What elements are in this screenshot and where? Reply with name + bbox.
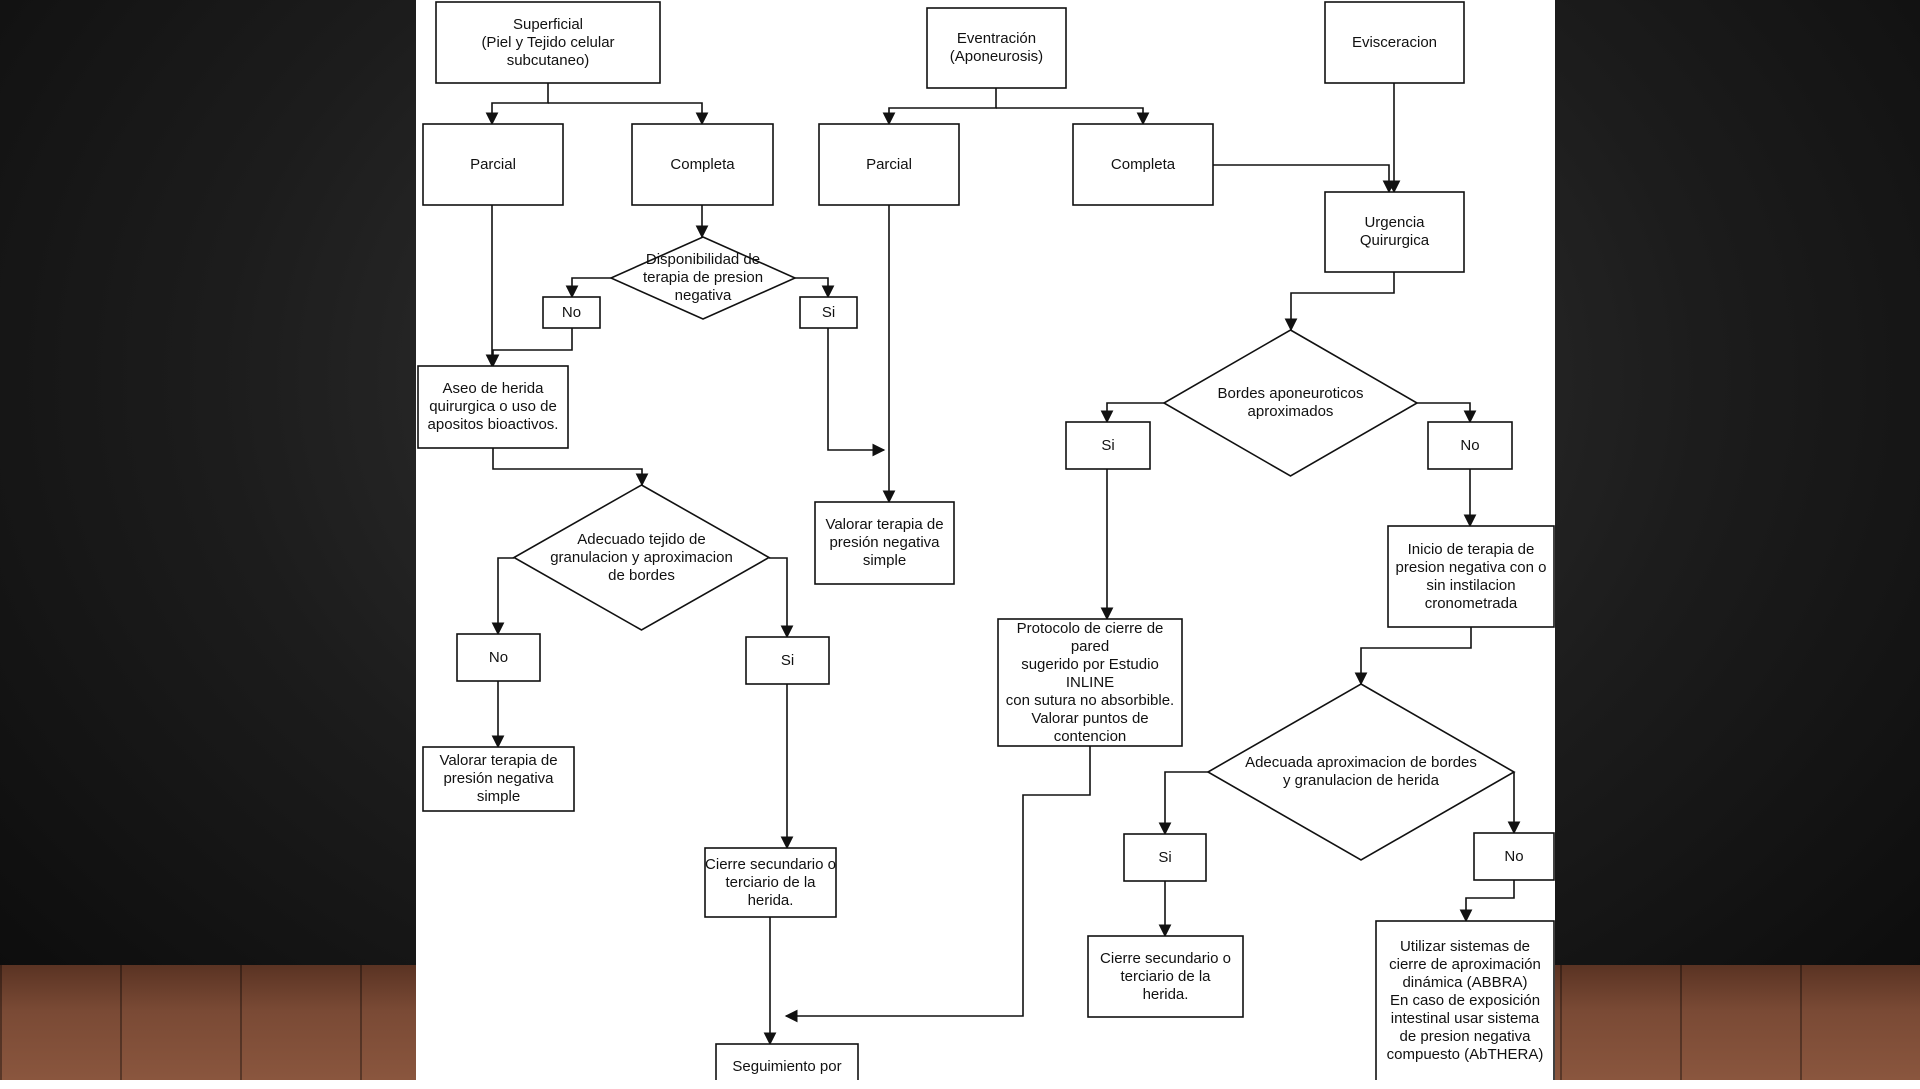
process-box-aseo xyxy=(417,365,569,449)
connector-arrow xyxy=(784,746,1091,1023)
connector-arrow xyxy=(1213,164,1396,194)
flowchart-diagram xyxy=(417,1,1555,1080)
connector-arrow xyxy=(1459,880,1515,923)
process-box-cierre-1 xyxy=(704,847,837,918)
process-box-si-4 xyxy=(1123,833,1207,882)
connector-arrow xyxy=(492,448,649,487)
process-box-eventracion xyxy=(926,7,1067,89)
process-box-parcial-1 xyxy=(422,123,564,206)
process-box-parcial-2 xyxy=(818,123,960,206)
process-box-no-4 xyxy=(1473,832,1555,881)
process-box-evisceracion xyxy=(1324,1,1465,84)
process-box-seguimiento xyxy=(715,1043,859,1080)
flowchart-slide: Superficial (Piel y Tejido celular subcu… xyxy=(416,0,1555,1080)
process-box-no-2 xyxy=(1427,421,1513,470)
connector-arrow xyxy=(882,88,997,126)
decision-diamond-adecuada-aprox xyxy=(1206,683,1516,861)
connector-arrow xyxy=(491,557,514,636)
process-box-completa-2 xyxy=(1072,123,1214,206)
connector-arrow xyxy=(769,557,794,639)
connector-arrow xyxy=(1284,272,1395,332)
process-box-si-2 xyxy=(1065,421,1151,470)
process-box-no-1 xyxy=(542,296,601,329)
process-box-inicio-terapia xyxy=(1387,525,1555,628)
connector-arrow xyxy=(548,102,709,126)
process-box-cierre-2 xyxy=(1087,935,1244,1018)
process-box-valorar-1 xyxy=(814,501,955,585)
connector-arrow xyxy=(1100,402,1164,424)
process-box-valorar-2 xyxy=(422,746,575,812)
connector-arrow xyxy=(795,277,835,299)
process-box-superficial xyxy=(435,1,661,84)
process-box-utilizar xyxy=(1375,920,1555,1080)
process-box-si-3 xyxy=(745,636,830,685)
connector-arrow xyxy=(1417,402,1477,424)
process-box-no-3 xyxy=(456,633,541,682)
process-box-urgencia xyxy=(1324,191,1465,273)
connector-arrow xyxy=(996,107,1150,126)
connector-arrow xyxy=(827,328,886,457)
connector-arrow xyxy=(1158,771,1208,836)
connector-arrow xyxy=(565,277,611,299)
connector-arrow xyxy=(485,83,549,126)
decision-diamond-disponibilidad xyxy=(609,236,797,320)
connector-arrow xyxy=(486,328,573,368)
process-box-completa-1 xyxy=(631,123,774,206)
process-box-si-1 xyxy=(799,296,858,329)
decision-diamond-adecuado xyxy=(512,484,771,631)
process-box-protocolo xyxy=(997,618,1183,747)
connector-arrow xyxy=(1354,627,1472,686)
decision-diamond-bordes-apo xyxy=(1162,329,1419,477)
